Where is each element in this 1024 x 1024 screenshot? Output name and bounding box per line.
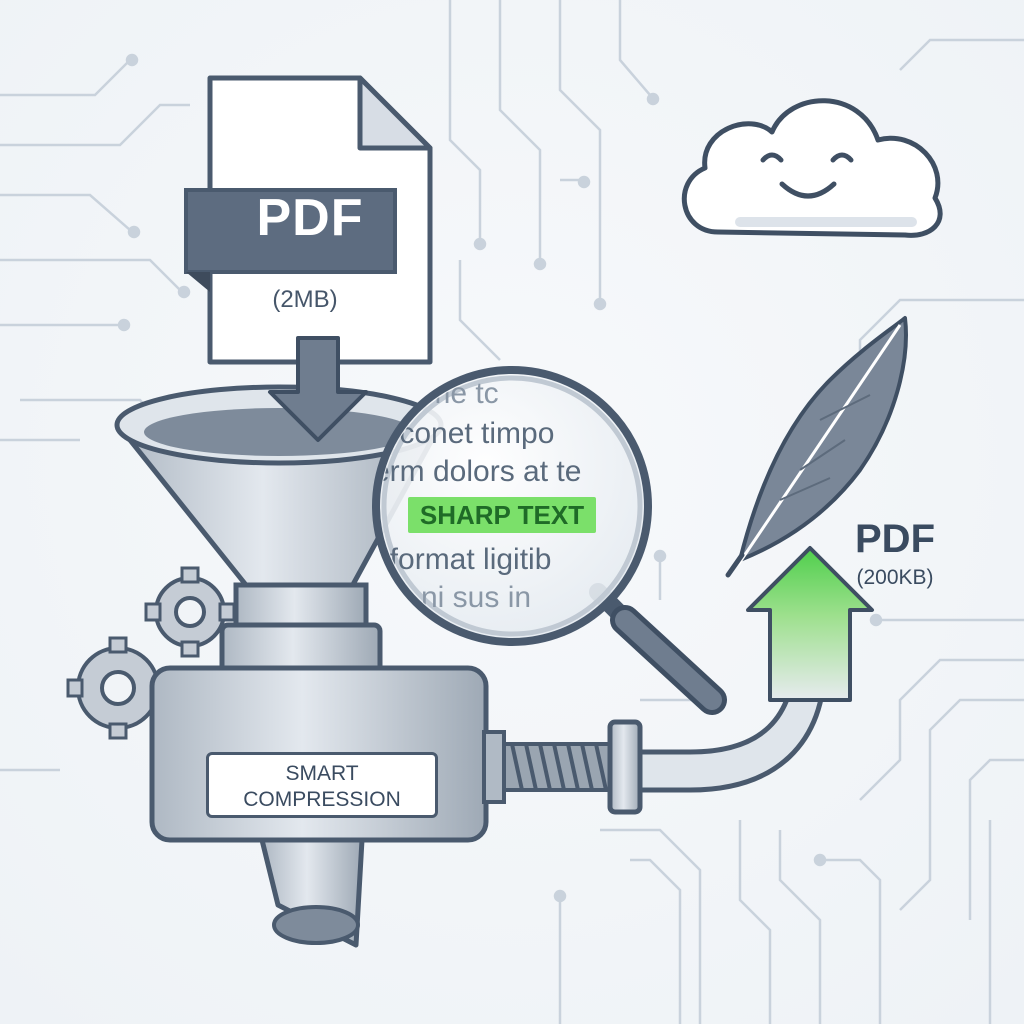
magnifier-lens-content: r me tc r conet timpo erm dolors at te S… [381,375,643,637]
machine-label-plate: SMART COMPRESSION [206,752,438,818]
machine-label-line1: SMART [285,762,359,785]
arrow-down-icon [268,336,368,442]
input-pdf-label: PDF [256,189,364,247]
magnified-text-line: erm dolors at te [381,455,582,488]
machine-label-line2: COMPRESSION [243,788,401,811]
magnified-text-line: r conet timpo [381,417,555,450]
magnified-text-line: r me tc [407,377,499,410]
sharp-text-highlight: SHARP TEXT [408,497,596,533]
output-pdf-size: (200KB) [856,566,934,589]
arrow-up-icon [746,546,874,702]
input-pdf-size: (2MB) [272,286,338,313]
output-pdf-label: PDF [855,517,935,561]
magnified-text-line: ni sus in [421,581,532,614]
document-icon [184,75,433,365]
magnified-text-line: nformat ligitib [381,543,552,576]
feather-icon [725,316,908,578]
cloud-icon [681,98,943,238]
gear-icon [76,576,226,730]
